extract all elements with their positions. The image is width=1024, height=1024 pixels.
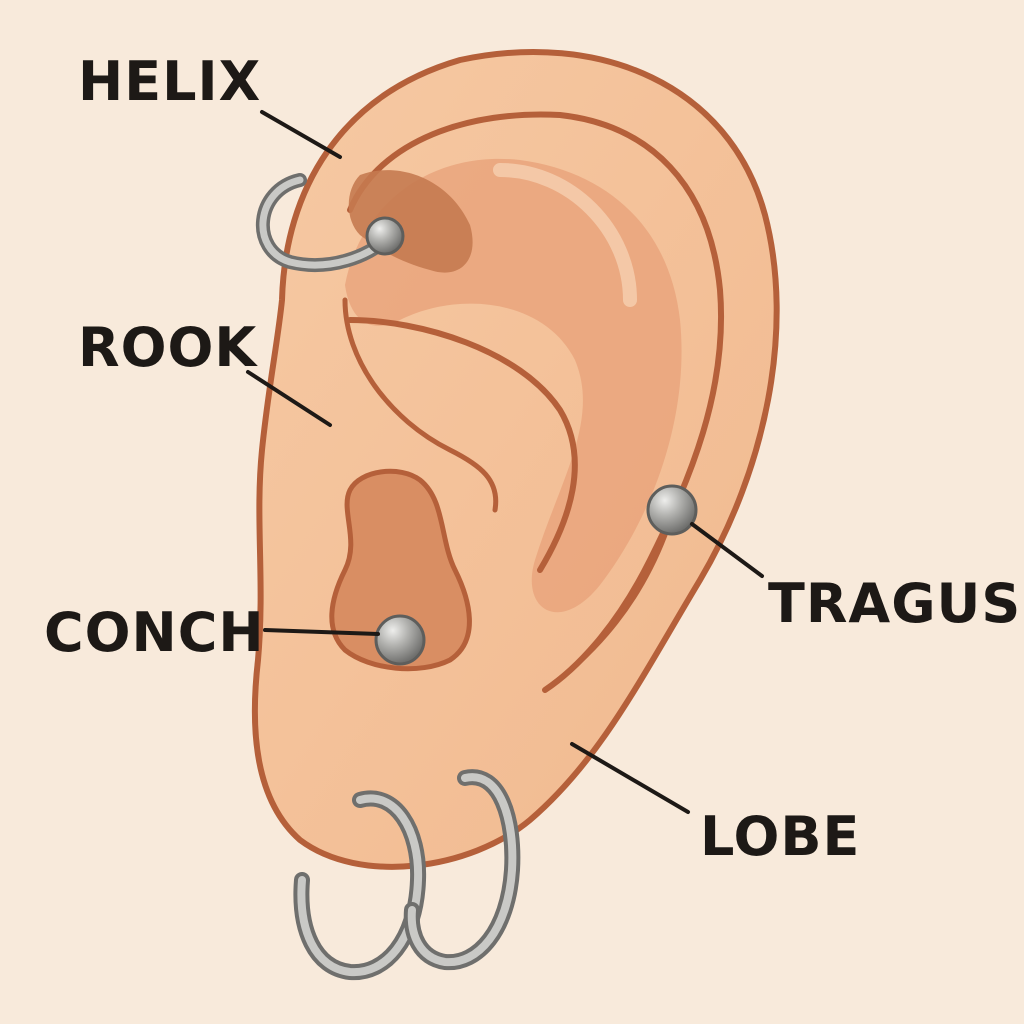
lobe-hoop-icon (403, 769, 521, 971)
helix-fold (347, 111, 724, 693)
concha-cavity (329, 468, 472, 672)
tragus-label: TRAGUS (768, 572, 1021, 635)
rook-leader-line (246, 370, 332, 427)
lobe-label: LOBE (700, 805, 860, 868)
conch-leader-line (263, 628, 380, 636)
conch-stud-icon (374, 614, 426, 666)
crus-of-helix (347, 317, 578, 573)
tragus-stud-icon (646, 484, 698, 536)
antihelix-highlight (493, 163, 637, 307)
lobe-leader-line (570, 742, 690, 814)
helix-label: HELIX (78, 50, 261, 113)
helix-hoop-icon (255, 173, 405, 272)
antihelix-region (345, 158, 682, 613)
helix-leader-line (260, 110, 342, 159)
tragus-leader-line (690, 522, 764, 578)
rook-label: ROOK (78, 316, 258, 379)
conch-label: CONCH (44, 601, 265, 664)
lobe-hoop-icon (293, 790, 427, 981)
tragus-line (542, 532, 668, 693)
crus-inner-line (342, 297, 499, 513)
